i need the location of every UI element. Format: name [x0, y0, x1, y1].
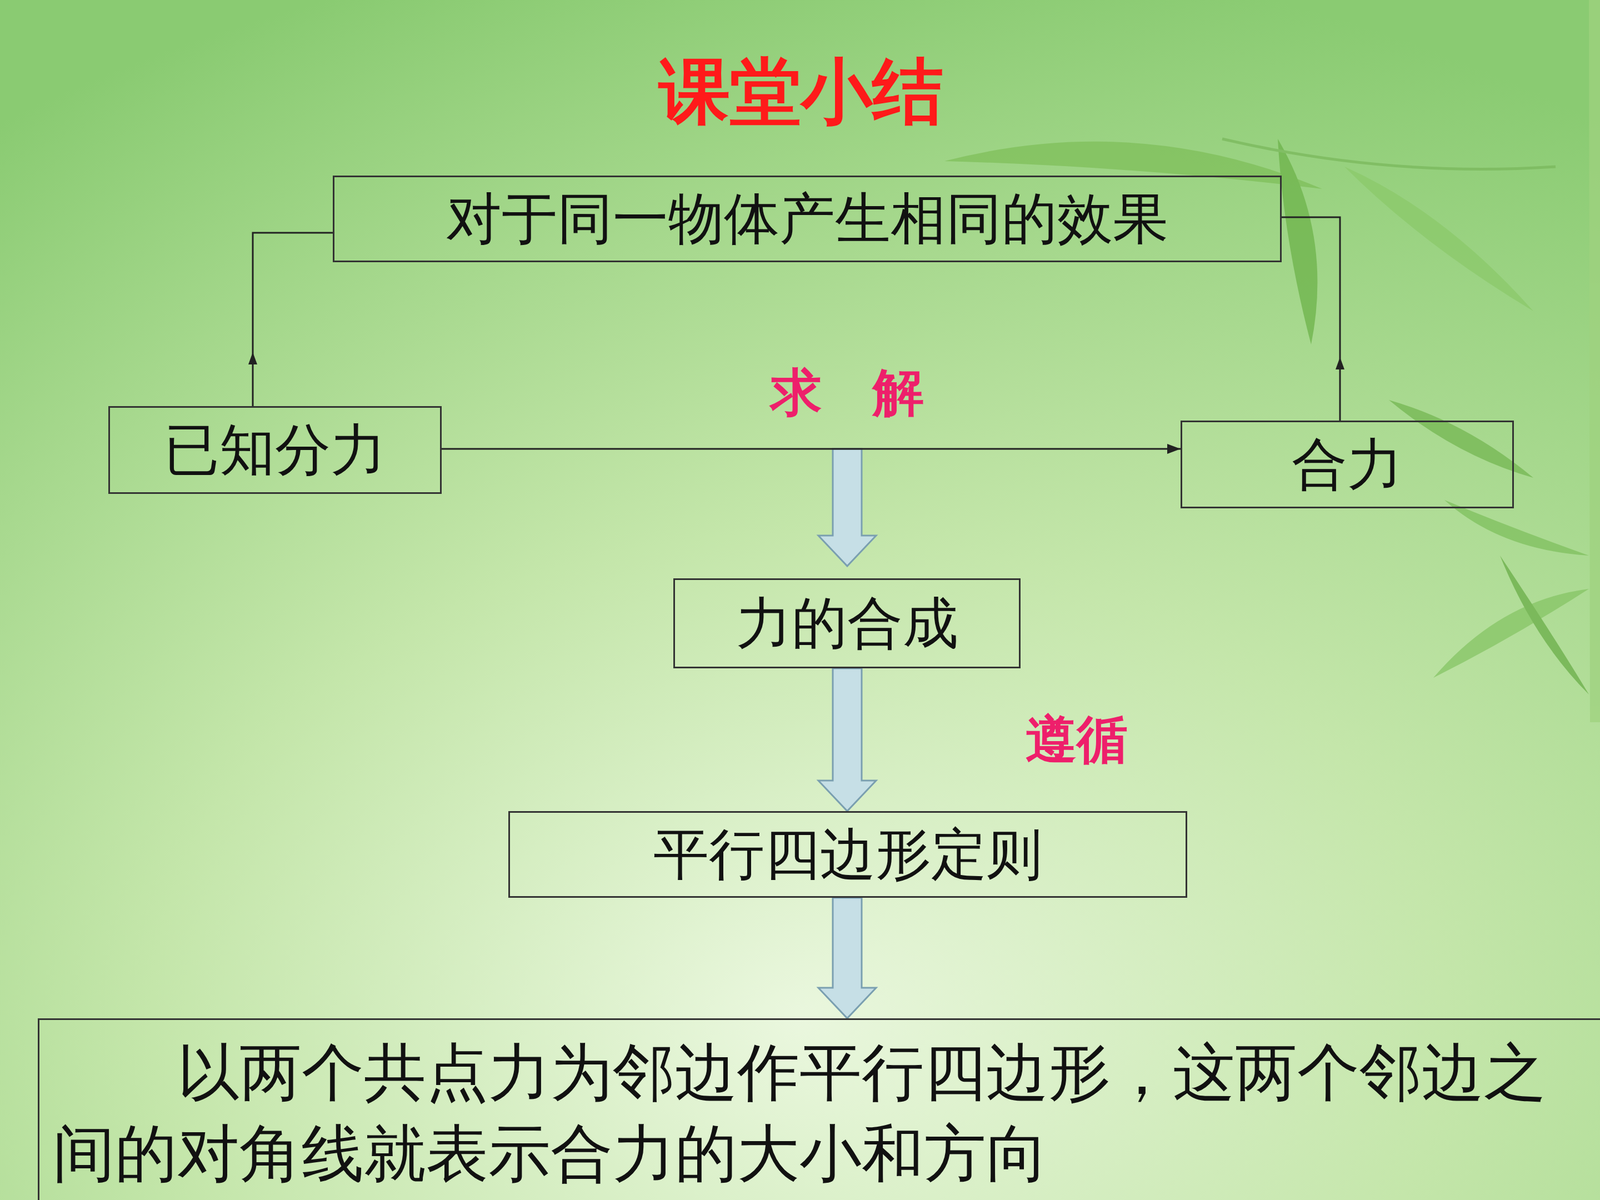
bamboo-leaf [1500, 555, 1589, 695]
edge-label: 遵循 [1025, 709, 1128, 771]
concept-box: 力的合成 [673, 578, 1021, 669]
block-arrow [818, 897, 877, 1019]
connector [1281, 217, 1345, 421]
arrowhead [248, 352, 258, 365]
bamboo-twig [1222, 138, 1556, 169]
definition-box: 以两个共点力为邻边作平行四边形，这两个邻边之间的对角线就表示合力的大小和方向 [37, 1018, 1600, 1200]
connector [248, 232, 333, 407]
bamboo-leaf [1444, 500, 1589, 556]
connector-line [252, 232, 333, 407]
connector [818, 897, 877, 1019]
node-text: 已知分力 [163, 416, 387, 484]
edge-label: 求 解 [770, 362, 924, 424]
connector-line [1281, 217, 1340, 421]
bamboo-stalk [1588, 0, 1600, 723]
bamboo-decoration [944, 0, 1600, 723]
bamboo-leaf [1277, 138, 1318, 345]
node-text: 力的合成 [736, 590, 959, 657]
bamboo-leaf [1344, 166, 1534, 312]
slide-title: 课堂小结 [578, 50, 1024, 134]
connector [818, 668, 877, 812]
node-text: 对于同一物体产生相同的效果 [446, 185, 1169, 253]
bamboo-leaf [1388, 400, 1534, 478]
block-arrow [818, 448, 877, 567]
concept-box: 合力 [1180, 420, 1514, 509]
block-arrow [818, 668, 877, 812]
concept-box: 平行四边形定则 [508, 811, 1188, 898]
concept-box: 对于同一物体产生相同的效果 [332, 175, 1282, 263]
arrowhead [1167, 443, 1181, 454]
arrowhead [1335, 357, 1345, 370]
connector [441, 443, 1181, 454]
concept-box: 已知分力 [108, 406, 442, 494]
connector-line [441, 448, 1181, 450]
node-text: 合力 [1291, 431, 1403, 498]
node-text: 以两个共点力为邻边作平行四边形，这两个邻边之间的对角线就表示合力的大小和方向 [52, 1031, 1600, 1194]
node-text: 平行四边形定则 [653, 821, 1043, 888]
